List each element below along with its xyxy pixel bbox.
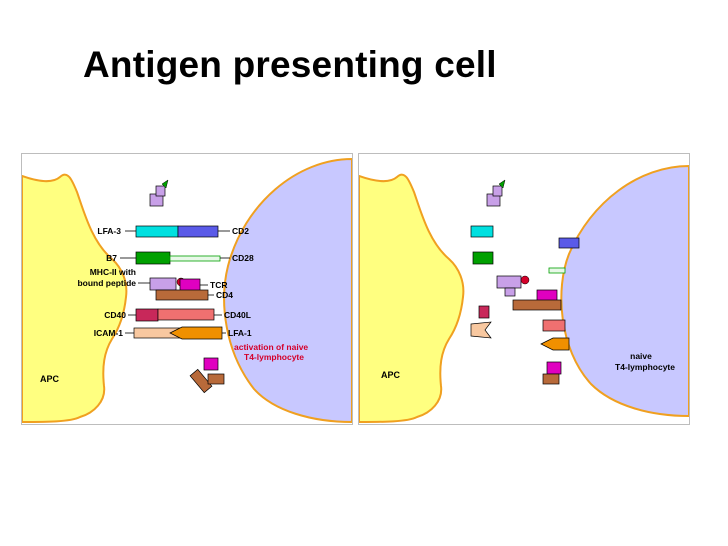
page-title: Antigen presenting cell [83,44,497,85]
lfa3-molecule [135,225,179,238]
label-b7: B7 [106,253,117,263]
label-tcr: TCR [210,280,227,290]
label-cd2: CD2 [232,226,249,236]
mhc-ii-molecule [149,277,177,291]
separated-diagram: APC naive T4-lymphocyte [359,164,689,423]
apc-top-molecule [149,179,169,207]
activation-diagram-panel: LFA-3 B7 MHC-II with bound peptide CD40 … [21,153,353,425]
t-cell-bottom-molecules [189,357,225,394]
apc-molecules-right [470,179,530,339]
label-mhc-line2: bound peptide [77,278,136,288]
label-t4-lymphocyte: T4-lymphocyte [615,362,675,372]
label-icam1: ICAM-1 [94,328,124,338]
cd28-molecule [169,255,221,262]
separated-diagram-panel: APC naive T4-lymphocyte [358,153,690,425]
t-lymphocyte-cell [223,157,352,424]
apc-cell [22,173,128,423]
label-cd4: CD4 [216,290,233,300]
label-cd40l: CD40L [224,310,251,320]
t-cell-molecules-right [512,237,580,385]
b7-molecule [135,251,171,265]
label-naive: naive [630,351,652,361]
cd2-molecule [177,225,219,238]
label-cd40: CD40 [104,310,126,320]
cd40l-molecule [157,308,215,321]
label-apc-right: APC [381,370,401,380]
apc-cell-right [359,173,465,423]
label-lfa3: LFA-3 [97,226,121,236]
label-mhc-line1: MHC-II with [90,267,136,277]
label-activation-line2: T4-lymphocyte [244,352,304,362]
t-lymphocyte-cell-right [560,164,689,418]
label-activation-line1: activation of naive [234,342,308,352]
activation-diagram: LFA-3 B7 MHC-II with bound peptide CD40 … [22,157,352,424]
label-cd28: CD28 [232,253,254,263]
tcr-molecule [179,278,201,292]
cd40-molecule [135,308,159,322]
label-lfa1: LFA-1 [228,328,252,338]
label-apc: APC [40,374,60,384]
lfa1-molecule [169,326,223,340]
cd4-molecule [155,289,209,301]
leader-lines [120,230,230,334]
